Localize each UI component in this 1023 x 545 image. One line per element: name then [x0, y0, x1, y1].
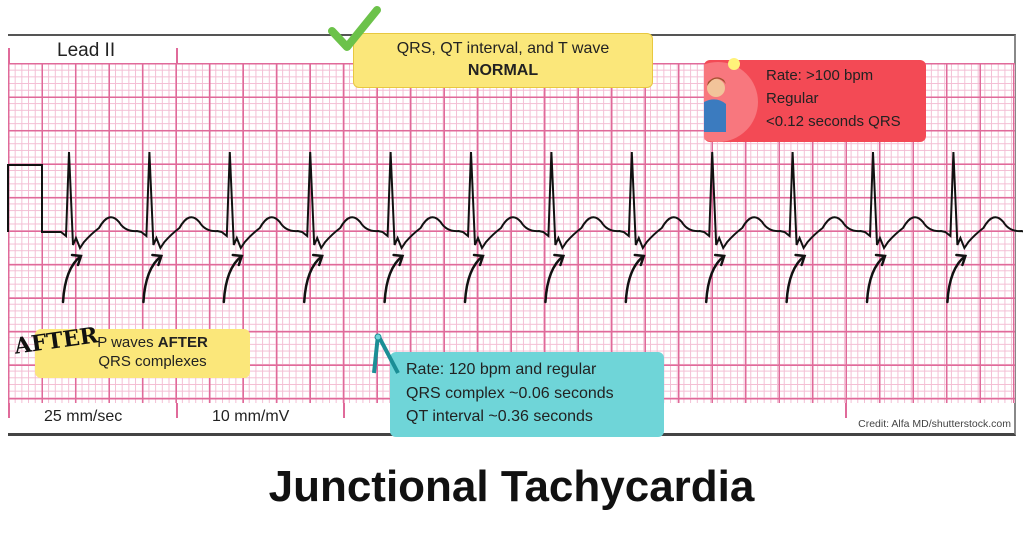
credit-text: Credit: Alfa MD/shutterstock.com [858, 418, 1011, 430]
p-wave-arrow-icon [61, 253, 83, 304]
measurements-callout: Rate: 120 bpm and regular QRS complex ~0… [390, 352, 664, 437]
p-wave-callout: P waves AFTER QRS complexes [35, 329, 250, 378]
measurement-line: Rate: 120 bpm and regular [406, 361, 597, 378]
grid-tick [176, 403, 178, 418]
grid-tick [176, 48, 178, 63]
normal-label: NORMAL [467, 62, 539, 79]
caliper-icon [372, 333, 400, 374]
criteria-line: Rate: >100 bpm [766, 67, 874, 84]
paper-speed-label: 25 mm/sec [44, 408, 123, 425]
grid-tick [845, 403, 847, 418]
p-wave-arrow-icon [785, 253, 807, 304]
p-wave-arrow-icon [544, 253, 566, 304]
page-title: Junctional Tachycardia [268, 462, 755, 511]
p-wave-arrow-icon [302, 253, 324, 304]
grid-tick [343, 403, 345, 418]
criteria-line: Regular [766, 90, 819, 107]
p-wave-arrow-icon [946, 253, 968, 304]
p-wave-arrow-icon [142, 253, 164, 304]
criteria-line: <0.12 seconds QRS [766, 113, 901, 130]
measurement-line: QRS complex ~0.06 seconds [406, 384, 614, 402]
measurement-line: QT interval ~0.36 seconds [406, 408, 593, 425]
gain-label: 10 mm/mV [212, 408, 290, 425]
after-emphasis: AFTER [157, 334, 208, 351]
ecg-trace [7, 151, 1023, 251]
p-wave-arrow-icon [704, 253, 726, 304]
callout-line: QRS, QT interval, and T wave [396, 40, 610, 57]
p-wave-arrow-icon [865, 253, 887, 304]
p-wave-arrow-icon [463, 253, 485, 304]
p-wave-arrow-icon [222, 253, 244, 304]
p-wave-text: P waves [97, 334, 158, 351]
lead-label: Lead II [57, 40, 116, 61]
p-wave-arrow-icon [383, 253, 405, 304]
grid-tick [8, 48, 10, 63]
checkmark-icon [328, 6, 381, 51]
normal-intervals-callout: QRS, QT interval, and T wave NORMAL [353, 33, 653, 88]
p-wave-text-line2: QRS complexes [98, 353, 207, 370]
doctor-avatar-icon [704, 58, 758, 142]
grid-tick [8, 403, 10, 418]
p-wave-arrow-icon [624, 253, 646, 304]
